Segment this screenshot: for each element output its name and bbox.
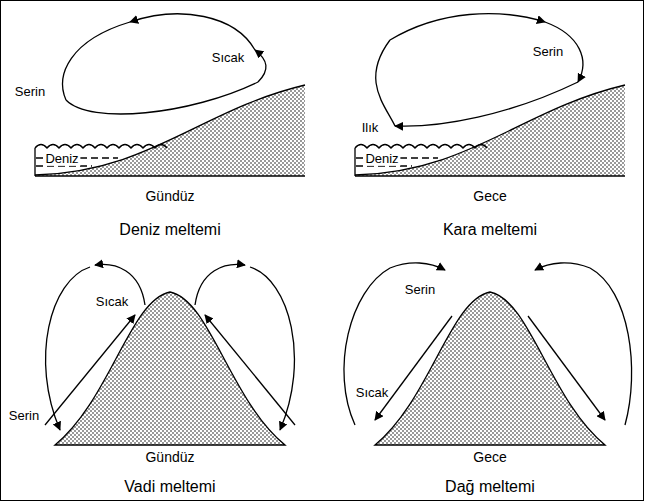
- sea-label: Deniz: [363, 152, 400, 166]
- mountain-breeze-panel: [344, 263, 632, 445]
- temperature-label: Sıcak: [96, 295, 129, 309]
- land-fill: [35, 85, 305, 176]
- temperature-label: Sıcak: [356, 386, 389, 400]
- temperature-label: Ilık: [362, 121, 379, 135]
- panel-caption: Kara meltemi: [443, 221, 537, 239]
- time-label: Gece: [473, 450, 506, 465]
- circulation-arrow: [46, 267, 90, 430]
- downslope-arrow: [375, 316, 452, 420]
- valley-breeze-panel: [45, 264, 295, 445]
- sea-label: Deniz: [43, 152, 80, 166]
- mountain: [375, 292, 605, 445]
- temperature-label: Serin: [15, 85, 45, 99]
- downslope-arrow: [528, 316, 605, 420]
- temperature-label: Serin: [9, 409, 39, 423]
- circulation-arrow: [535, 263, 590, 270]
- upslope-arrow: [45, 315, 135, 425]
- circulation-arrow: [390, 14, 545, 40]
- circulation-arrow: [344, 268, 390, 425]
- panel-caption: Vadi meltemi: [124, 478, 215, 496]
- circulation-arrow: [395, 82, 578, 126]
- land-breeze-panel: [355, 14, 625, 176]
- sea-breeze-panel: [35, 14, 305, 176]
- ground-line: [355, 148, 625, 176]
- mountain: [55, 292, 285, 445]
- circulation-arrow: [590, 268, 632, 425]
- ground-line: [35, 148, 305, 176]
- temperature-label: Sıcak: [212, 51, 245, 65]
- land-surface: [355, 85, 625, 175]
- time-label: Gündüz: [145, 450, 194, 465]
- panel-caption: Dağ meltemi: [445, 478, 535, 496]
- time-label: Gündüz: [145, 189, 194, 204]
- sea-waves: [355, 145, 487, 149]
- circulation-arrow: [390, 263, 445, 270]
- upslope-arrow: [205, 315, 295, 425]
- land-fill: [355, 85, 625, 176]
- circulation-arrow: [130, 14, 255, 50]
- circulation-arrow: [255, 50, 266, 82]
- circulation-arrow: [66, 82, 258, 114]
- circulation-arrow: [376, 40, 395, 126]
- time-label: Gece: [473, 189, 506, 204]
- circulation-arrow: [195, 264, 245, 305]
- sea-waves: [35, 145, 167, 149]
- circulation-arrow: [250, 267, 294, 430]
- panel-caption: Deniz meltemi: [119, 221, 220, 239]
- temperature-label: Serin: [405, 283, 435, 297]
- circulation-arrow: [63, 22, 130, 100]
- land-surface: [35, 85, 305, 175]
- temperature-label: Serin: [533, 45, 563, 59]
